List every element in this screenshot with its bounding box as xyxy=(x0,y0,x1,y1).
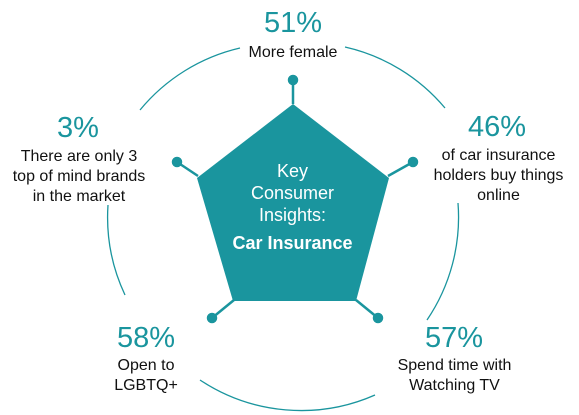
spoke-lower-left-dot xyxy=(206,312,218,324)
insight-text-upper-right: of car insurance holders buy things onli… xyxy=(433,147,564,204)
center-title: Key Consumer Insights: xyxy=(250,161,335,225)
insight-text-lower-left: Open to LGBTQ+ xyxy=(114,357,178,394)
spoke-upper-right-dot xyxy=(407,156,419,168)
insight-text-upper-left: There are only 3 top of mind brands in t… xyxy=(12,148,146,205)
ring-arc-top-left xyxy=(139,47,241,111)
ring-arc-top-right xyxy=(344,46,446,109)
center-pentagon xyxy=(197,104,389,301)
insight-value-lower-right: 57% xyxy=(424,322,484,354)
spoke-top-dot xyxy=(287,74,299,86)
insight-value-upper-right: 46% xyxy=(467,111,527,143)
spokes xyxy=(171,74,419,324)
center-subtitle: Car Insurance xyxy=(232,233,353,253)
ring-arc-left xyxy=(106,204,126,296)
spoke-upper-left-dot xyxy=(171,156,183,168)
outer-ring xyxy=(106,46,460,412)
insight-value-lower-left: 58% xyxy=(116,322,176,354)
ring-arc-bottom xyxy=(199,379,376,412)
spoke-lower-right-dot xyxy=(372,312,384,324)
insight-text-lower-right: Spend time with Watching TV xyxy=(397,357,512,394)
insight-value-top: 51% xyxy=(263,7,323,39)
ring-arc-right xyxy=(426,202,460,321)
insight-text-top: More female xyxy=(248,44,338,61)
insight-value-upper-left: 3% xyxy=(57,112,99,144)
